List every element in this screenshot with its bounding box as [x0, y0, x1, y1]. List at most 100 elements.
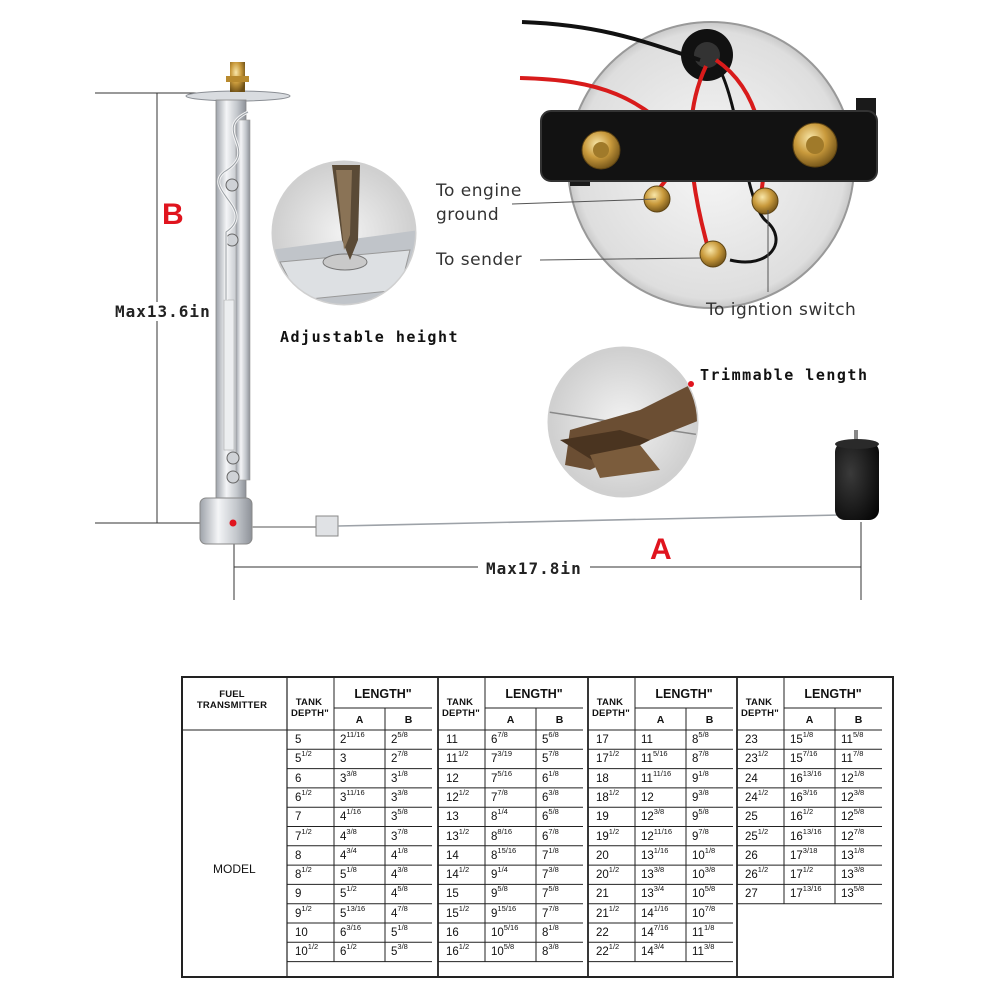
length-a-cell: 43/8: [340, 826, 357, 843]
gauge-back: [519, 20, 878, 309]
tank-depth-cell: 8: [295, 849, 302, 862]
length-a-cell: 211/16: [340, 730, 365, 746]
length-b-cell: 35/8: [391, 807, 408, 824]
length-b-cell: 51/8: [391, 923, 408, 939]
length-a-cell: 95/8: [491, 884, 508, 901]
length-b-cell: 27/8: [391, 749, 408, 766]
fuel-transmitter-header: FUEL TRANSMITTER: [196, 689, 268, 711]
tank-depth-cell: 15: [446, 888, 459, 901]
length-a-cell: 163/16: [790, 787, 818, 804]
column-b-header: B: [854, 714, 863, 726]
length-a-cell: 815/16: [491, 845, 517, 862]
length-b-cell: 133/8: [841, 865, 865, 882]
length-b-cell: 107/8: [692, 903, 716, 920]
length-a-cell: 51/2: [340, 884, 357, 901]
length-b-cell: 73/8: [542, 865, 559, 882]
length-a-cell: 157/16: [790, 749, 818, 766]
length-a-cell: 171/2: [790, 865, 814, 882]
tank-depth-cell: 22: [596, 927, 609, 939]
length-a-cell: 513/16: [340, 903, 366, 920]
length-b-cell: 123/8: [841, 787, 865, 804]
tank-depth-cell: 61/2: [295, 787, 312, 804]
length-a-cell: 115/16: [641, 749, 668, 766]
length-b-cell: 31/8: [391, 768, 408, 785]
length-a-cell: 1613/16: [790, 826, 822, 843]
length-a-cell: 77/8: [491, 787, 508, 804]
tank-depth-cell: 24: [745, 772, 758, 785]
length-b-cell: 61/8: [542, 768, 559, 785]
tank-depth-cell: 81/2: [295, 865, 312, 882]
length-a-cell: 33/8: [340, 768, 357, 785]
length-a-cell: 1713/16: [790, 884, 822, 901]
length-b-cell: 25/8: [391, 730, 408, 746]
length-a-cell: 67/8: [491, 730, 508, 746]
tank-depth-cell: 91/2: [295, 903, 312, 920]
length-b-cell: 101/8: [692, 845, 716, 862]
length-b-cell: 121/8: [841, 768, 865, 785]
length-a-cell: 173/18: [790, 845, 818, 862]
ignition-switch-label: To igntion switch: [706, 300, 857, 320]
length-b-cell: 41/8: [391, 845, 408, 862]
length-b-cell: 97/8: [692, 826, 709, 843]
tank-depth-cell: 131/2: [446, 826, 470, 843]
tank-depth-cell: 10: [295, 927, 308, 939]
tank-depth-cell: 261/2: [745, 865, 769, 882]
tank-depth-cell: 18: [596, 772, 609, 785]
tank-depth-cell: 101/2: [295, 942, 319, 959]
length-a-cell: 1211/16: [641, 826, 673, 843]
length-b-cell: 103/8: [692, 865, 716, 882]
column-a-header: A: [355, 714, 364, 726]
length-a-cell: 915/16: [491, 903, 517, 920]
length-b-cell: 111/8: [692, 923, 715, 939]
length-a-cell: 311/16: [340, 787, 365, 804]
column-b-header: B: [404, 714, 413, 726]
length-b-cell: 131/8: [841, 845, 865, 862]
length-a-cell: 51/8: [340, 865, 357, 882]
tank-depth-cell: 21: [596, 888, 609, 901]
length-b-cell: 56/8: [542, 730, 559, 746]
length-a-cell: 1613/16: [790, 768, 822, 785]
tank-depth-cell: 6: [295, 772, 302, 785]
sender-diagram: [95, 20, 879, 600]
length-b-cell: 65/8: [542, 807, 559, 824]
tank-depth-cell: 241/2: [745, 787, 769, 804]
length-b-cell: 53/8: [391, 942, 408, 959]
length-header: LENGTH": [505, 687, 563, 701]
tank-depth-cell: 231/2: [745, 749, 769, 766]
column-a-header: A: [656, 714, 665, 726]
length-a-cell: 88/16: [491, 826, 513, 843]
tank-depth-cell: 19: [596, 811, 609, 824]
length-b-cell: 67/8: [542, 826, 559, 843]
length-a-cell: 151/8: [790, 730, 814, 746]
tank-depth-cell: 16: [446, 927, 459, 939]
length-header: LENGTH": [655, 687, 713, 701]
engine-ground-label-line1: To engine: [436, 181, 522, 201]
length-a-cell: 161/2: [790, 807, 814, 824]
length-a-cell: 41/16: [340, 807, 362, 824]
tank-depth-cell: 11: [446, 734, 458, 746]
length-a-cell: 105/8: [491, 942, 515, 959]
length-a-cell: 143/4: [641, 942, 665, 959]
length-b-cell: 83/8: [542, 942, 559, 959]
length-b-cell: 57/8: [542, 749, 559, 766]
tank-depth-cell: 23: [745, 734, 758, 746]
trimmable-length-label: Trimmable length: [700, 366, 869, 384]
tank-depth-cell: 17: [596, 734, 609, 746]
tank-depth-cell: 111/2: [446, 749, 469, 766]
tank-depth-cell: 161/2: [446, 942, 470, 959]
length-b-cell: 117/8: [841, 749, 864, 766]
length-b-cell: 125/8: [841, 807, 865, 824]
sender-label: To sender: [436, 250, 523, 270]
length-a-cell: 141/16: [641, 903, 669, 920]
tank-depth-cell: 51/2: [295, 749, 312, 766]
length-b-cell: 47/8: [391, 903, 408, 920]
length-a-cell: 133/8: [641, 865, 665, 882]
length-a-cell: 123/8: [641, 807, 665, 824]
tank-depth-cell: 13: [446, 811, 459, 824]
column-b-header: B: [705, 714, 714, 726]
dim-b-text: Max13.6in: [114, 302, 212, 321]
